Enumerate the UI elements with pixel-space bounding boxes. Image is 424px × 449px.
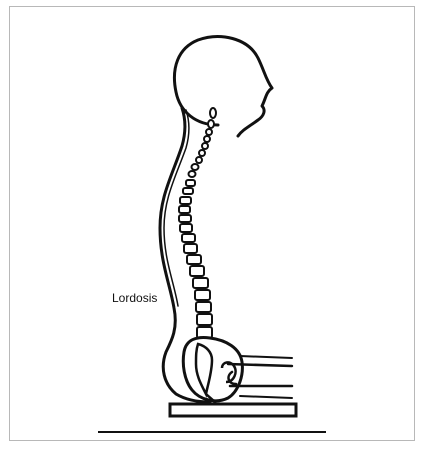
vertebra-t3 (186, 180, 195, 186)
vertebra-t9 (182, 234, 195, 242)
vertebra-l3 (196, 302, 211, 312)
vertebrae (179, 108, 216, 338)
femur (228, 364, 292, 386)
seat (170, 404, 296, 416)
vertebra-c1 (210, 108, 216, 118)
vertebra-l4 (197, 314, 212, 325)
vertebra-c2 (208, 120, 214, 128)
vertebra-c7 (196, 157, 202, 163)
vertebra-t5 (180, 197, 191, 204)
vertebra-c6 (199, 150, 205, 156)
vertebra-t2 (189, 171, 196, 177)
pelvis (183, 338, 242, 401)
vertebra-t11 (187, 255, 201, 264)
vertebra-c4 (204, 136, 210, 142)
vertebra-l2 (195, 290, 210, 300)
vertebra-c3 (206, 129, 212, 135)
vertebra-t6 (179, 206, 190, 213)
thigh-outline (240, 356, 292, 398)
sacrum (196, 344, 212, 394)
vertebra-c5 (202, 143, 208, 149)
vertebra-t1 (192, 164, 199, 170)
vertebra-t8 (180, 224, 192, 232)
lordosis-label: Lordosis (112, 292, 157, 304)
vertebra-t10 (184, 244, 197, 253)
vertebra-t7 (179, 215, 191, 222)
vertebra-t4 (183, 188, 193, 194)
vertebra-t12 (190, 266, 204, 276)
vertebra-l1 (193, 278, 208, 288)
